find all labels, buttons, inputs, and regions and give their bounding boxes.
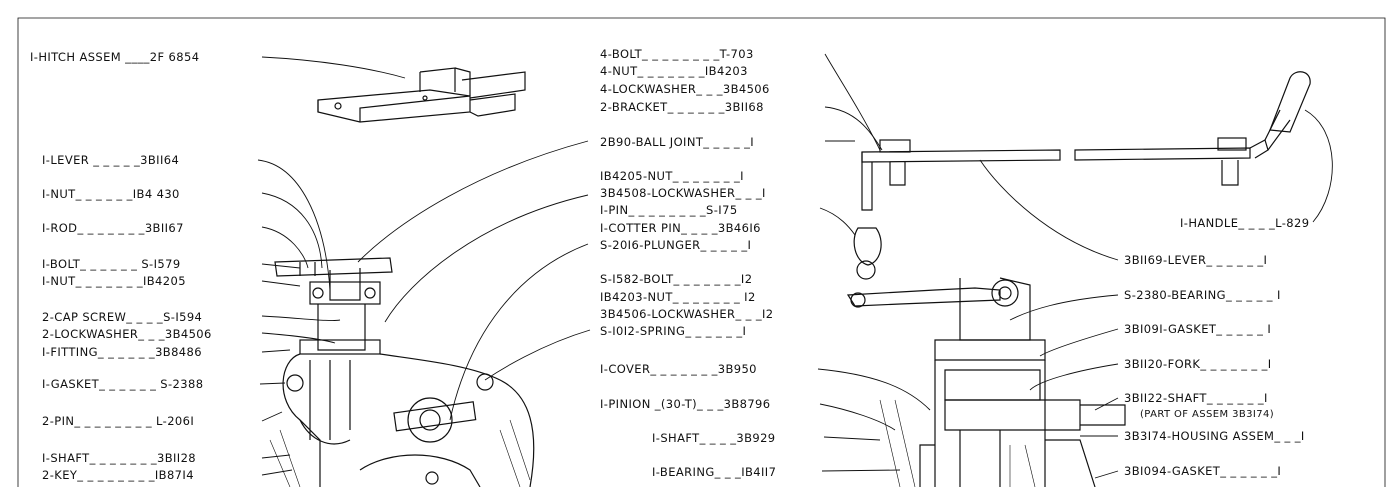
- label-cotter-pin: I-COTTER PIN_ _ _ _3B46I6: [600, 221, 761, 235]
- label-nut-ib4205: I-NUT_ _ _ _ _ _ _IB4205: [42, 274, 186, 288]
- label-bolt: I-BOLT_ _ _ _ _ _ S-I579: [42, 257, 181, 271]
- label-ball-joint: 2B90-BALL JOINT_ _ _ _ _I: [600, 135, 755, 149]
- label-bearing-s2380: S-2380-BEARING_ _ _ _ _ I: [1124, 288, 1281, 302]
- label-plunger: S-20I6-PLUNGER_ _ _ _ _I: [600, 238, 752, 252]
- label-fork: 3BII20-FORK_ _ _ _ _ _ _I: [1124, 357, 1272, 371]
- label-key: 2-KEY_ _ _ _ _ _ _ _IB87I4: [42, 468, 194, 482]
- right-assembly-drawing: [846, 71, 1311, 487]
- label-gasket: I-GASKET_ _ _ _ _ _ S-2388: [42, 377, 204, 391]
- label-lever-3b1169: 3BII69-LEVER_ _ _ _ _ _I: [1124, 253, 1268, 267]
- label-lever: I-LEVER _ _ _ _ _3BII64: [42, 153, 180, 167]
- label-lockwasher-12: 3B4506-LOCKWASHER_ _ _I2: [600, 307, 774, 321]
- label-rod: I-ROD_ _ _ _ _ _ _3BII67: [42, 221, 184, 235]
- label-bolt-t703: 4-BOLT_ _ _ _ _ _ _ _T-703: [600, 47, 754, 61]
- label-nut-group: IB4205-NUT_ _ _ _ _ _ _I: [600, 169, 744, 183]
- label-spring: S-I0I2-SPRING_ _ _ _ _ _I: [600, 324, 747, 338]
- right-leaders: [979, 109, 1333, 479]
- label-shaft: I-SHAFT_ _ _ _ _ _ _3BII28: [42, 451, 196, 465]
- label-pinion: I-PINION _(30-T)_ _ _3B8796: [600, 397, 771, 411]
- left-leaders: [257, 159, 341, 476]
- center-leaders: [357, 53, 931, 472]
- label-nut-ib4203: 4-NUT_ _ _ _ _ _ _IB4203: [600, 64, 748, 78]
- label-shaft-note: (PART OF ASSEM 3B3I74): [1140, 409, 1275, 420]
- label-shaft-3b929: I-SHAFT_ _ _ _3B929: [652, 431, 776, 445]
- label-bearing-ib4117: I-BEARING_ _ _IB4II7: [652, 465, 777, 479]
- label-shaft-3b1122: 3BII22-SHAFT_ _ _ _ _ _I: [1124, 391, 1268, 405]
- label-handle: I-HANDLE_ _ _ _L-829: [1180, 216, 1310, 230]
- label-gasket-3b1094: 3BI094-GASKET_ _ _ _ _ _I: [1124, 464, 1282, 478]
- label-bracket: 2-BRACKET_ _ _ _ _ _3BII68: [600, 100, 764, 114]
- label-lockwasher-3b4506: 4-LOCKWASHER_ _ _3B4506: [600, 82, 770, 96]
- label-nut-ib4203-12: IB4203-NUT_ _ _ _ _ _ _ I2: [600, 290, 756, 304]
- hitch-assembly-drawing: [261, 56, 526, 123]
- label-pin: 2-PIN_ _ _ _ _ _ _ _ L-206I: [42, 414, 195, 428]
- label-bolt-s1582: S-I582-BOLT_ _ _ _ _ _ _I2: [600, 272, 753, 286]
- label-pin-s175: I-PIN_ _ _ _ _ _ _ _S-I75: [600, 203, 738, 217]
- left-assembly-drawing: [269, 257, 535, 487]
- label-hitch-assem: I-HITCH ASSEM ____2F 6854: [30, 50, 200, 64]
- label-cover: I-COVER_ _ _ _ _ _ _3B950: [600, 362, 757, 376]
- label-lockwasher: 2-LOCKWASHER_ _ _3B4506: [42, 327, 212, 341]
- label-nut: I-NUT_ _ _ _ _ _IB4 430: [42, 187, 180, 201]
- label-gasket-3b1091: 3BI09I-GASKET_ _ _ _ _ I: [1124, 322, 1272, 336]
- label-housing-assem: 3B3I74-HOUSING ASSEM_ _ _I: [1124, 429, 1305, 443]
- label-cap-screw: 2-CAP SCREW_ _ _ _S-I594: [42, 310, 203, 324]
- label-fitting: I-FITTING_ _ _ _ _ _3B8486: [42, 345, 202, 359]
- label-lockwasher-3b4508: 3B4508-LOCKWASHER_ _ _I: [600, 186, 766, 200]
